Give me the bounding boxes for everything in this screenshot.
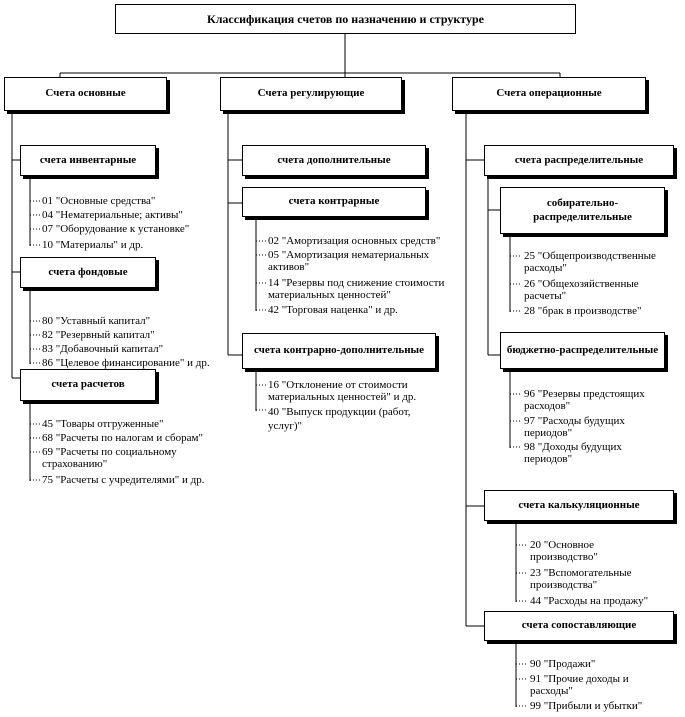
inventory-item-01: 01 "Основные средства" — [42, 195, 156, 207]
funds-item-80: 80 "Уставный капитал" — [42, 315, 151, 327]
contra-item-14: 14 "Резервы под снижение стоимости матер… — [268, 277, 445, 301]
group-funds-header: счета фондовые — [20, 257, 156, 288]
contra-item-42: 42 "Торговая наценка" и др. — [268, 304, 398, 316]
settlements-item-69: 69 "Расчеты по социальному страхованию" — [42, 446, 177, 470]
group-collective-header: собирательно-распределительные — [500, 187, 665, 234]
column-operational-header: Счета операционные — [452, 77, 646, 111]
contra-additional-item-40: 40 "Выпуск продукции (работ, услуг)" — [268, 406, 411, 432]
funds-item-82: 82 "Резервный капитал" — [42, 329, 155, 341]
funds-item-83: 83 "Добавочный капитал" — [42, 343, 164, 355]
budget-item-97: 97 "Расходы будущих периодов" — [524, 415, 625, 439]
calculation-item-44: 44 "Расходы на продажу" — [530, 595, 649, 607]
comparison-item-91: 91 "Прочие доходы и расходы" — [530, 673, 629, 697]
collective-item-28: 28 "брак в производстве" — [524, 305, 642, 317]
group-additional-header: счета дополнительные — [242, 145, 426, 176]
calculation-item-20: 20 "Основное производство" — [530, 539, 598, 563]
comparison-item-99: 99 "Прибыли и убытки" — [530, 700, 643, 712]
column-regulating-header: Счета регулирующие — [220, 77, 402, 111]
inventory-item-10: 10 "Материалы" и др. — [42, 239, 144, 251]
inventory-item-07: 07 "Оборудование к установке" — [42, 223, 190, 235]
contra-additional-item-16: 16 "Отклонение от стоимости материальных… — [268, 379, 417, 403]
group-contra-additional-header: счета контрарно-дополнительные — [242, 333, 436, 369]
collective-item-26: 26 "Общехозяйственные расчеты" — [524, 278, 639, 302]
contra-item-02: 02 "Амортизация основных средств" — [268, 235, 441, 247]
group-contra-header: счета контрарные — [242, 187, 426, 217]
funds-item-86: 86 "Целевое финансирование" и др. — [42, 357, 210, 369]
group-settlements-header: счета расчетов — [20, 369, 156, 401]
column-main-header: Счета основные — [4, 77, 167, 111]
group-distributive-header: счета распределительные — [484, 145, 674, 176]
calculation-item-23: 23 "Вспомогательные производства" — [530, 567, 632, 591]
diagram-title: Классификация счетов по назначению и стр… — [115, 4, 576, 34]
group-comparison-header: счета сопоставляющие — [484, 611, 674, 641]
settlements-item-75: 75 "Расчеты с учредителями" и др. — [42, 474, 205, 486]
comparison-item-90: 90 "Продажи" — [530, 658, 596, 670]
budget-item-96: 96 "Резервы предстоящих расходов" — [524, 388, 645, 412]
collective-item-25: 25 "Общепроизводственные расходы" — [524, 250, 656, 274]
contra-item-05: 05 "Амортизация нематериальных активов" — [268, 249, 430, 273]
settlements-item-45: 45 "Товары отгруженные" — [42, 418, 164, 430]
group-inventory-header: счета инвентарные — [20, 145, 156, 176]
settlements-item-68: 68 "Расчеты по налогам и сборам" — [42, 432, 203, 444]
budget-item-98: 98 "Доходы будущих периодов" — [524, 441, 622, 465]
inventory-item-04: 04 "Нематериальные; активы" — [42, 209, 183, 221]
group-calculation-header: счета калькуляционные — [484, 490, 674, 521]
group-budget-header: бюджетно-распределительные — [500, 332, 665, 369]
